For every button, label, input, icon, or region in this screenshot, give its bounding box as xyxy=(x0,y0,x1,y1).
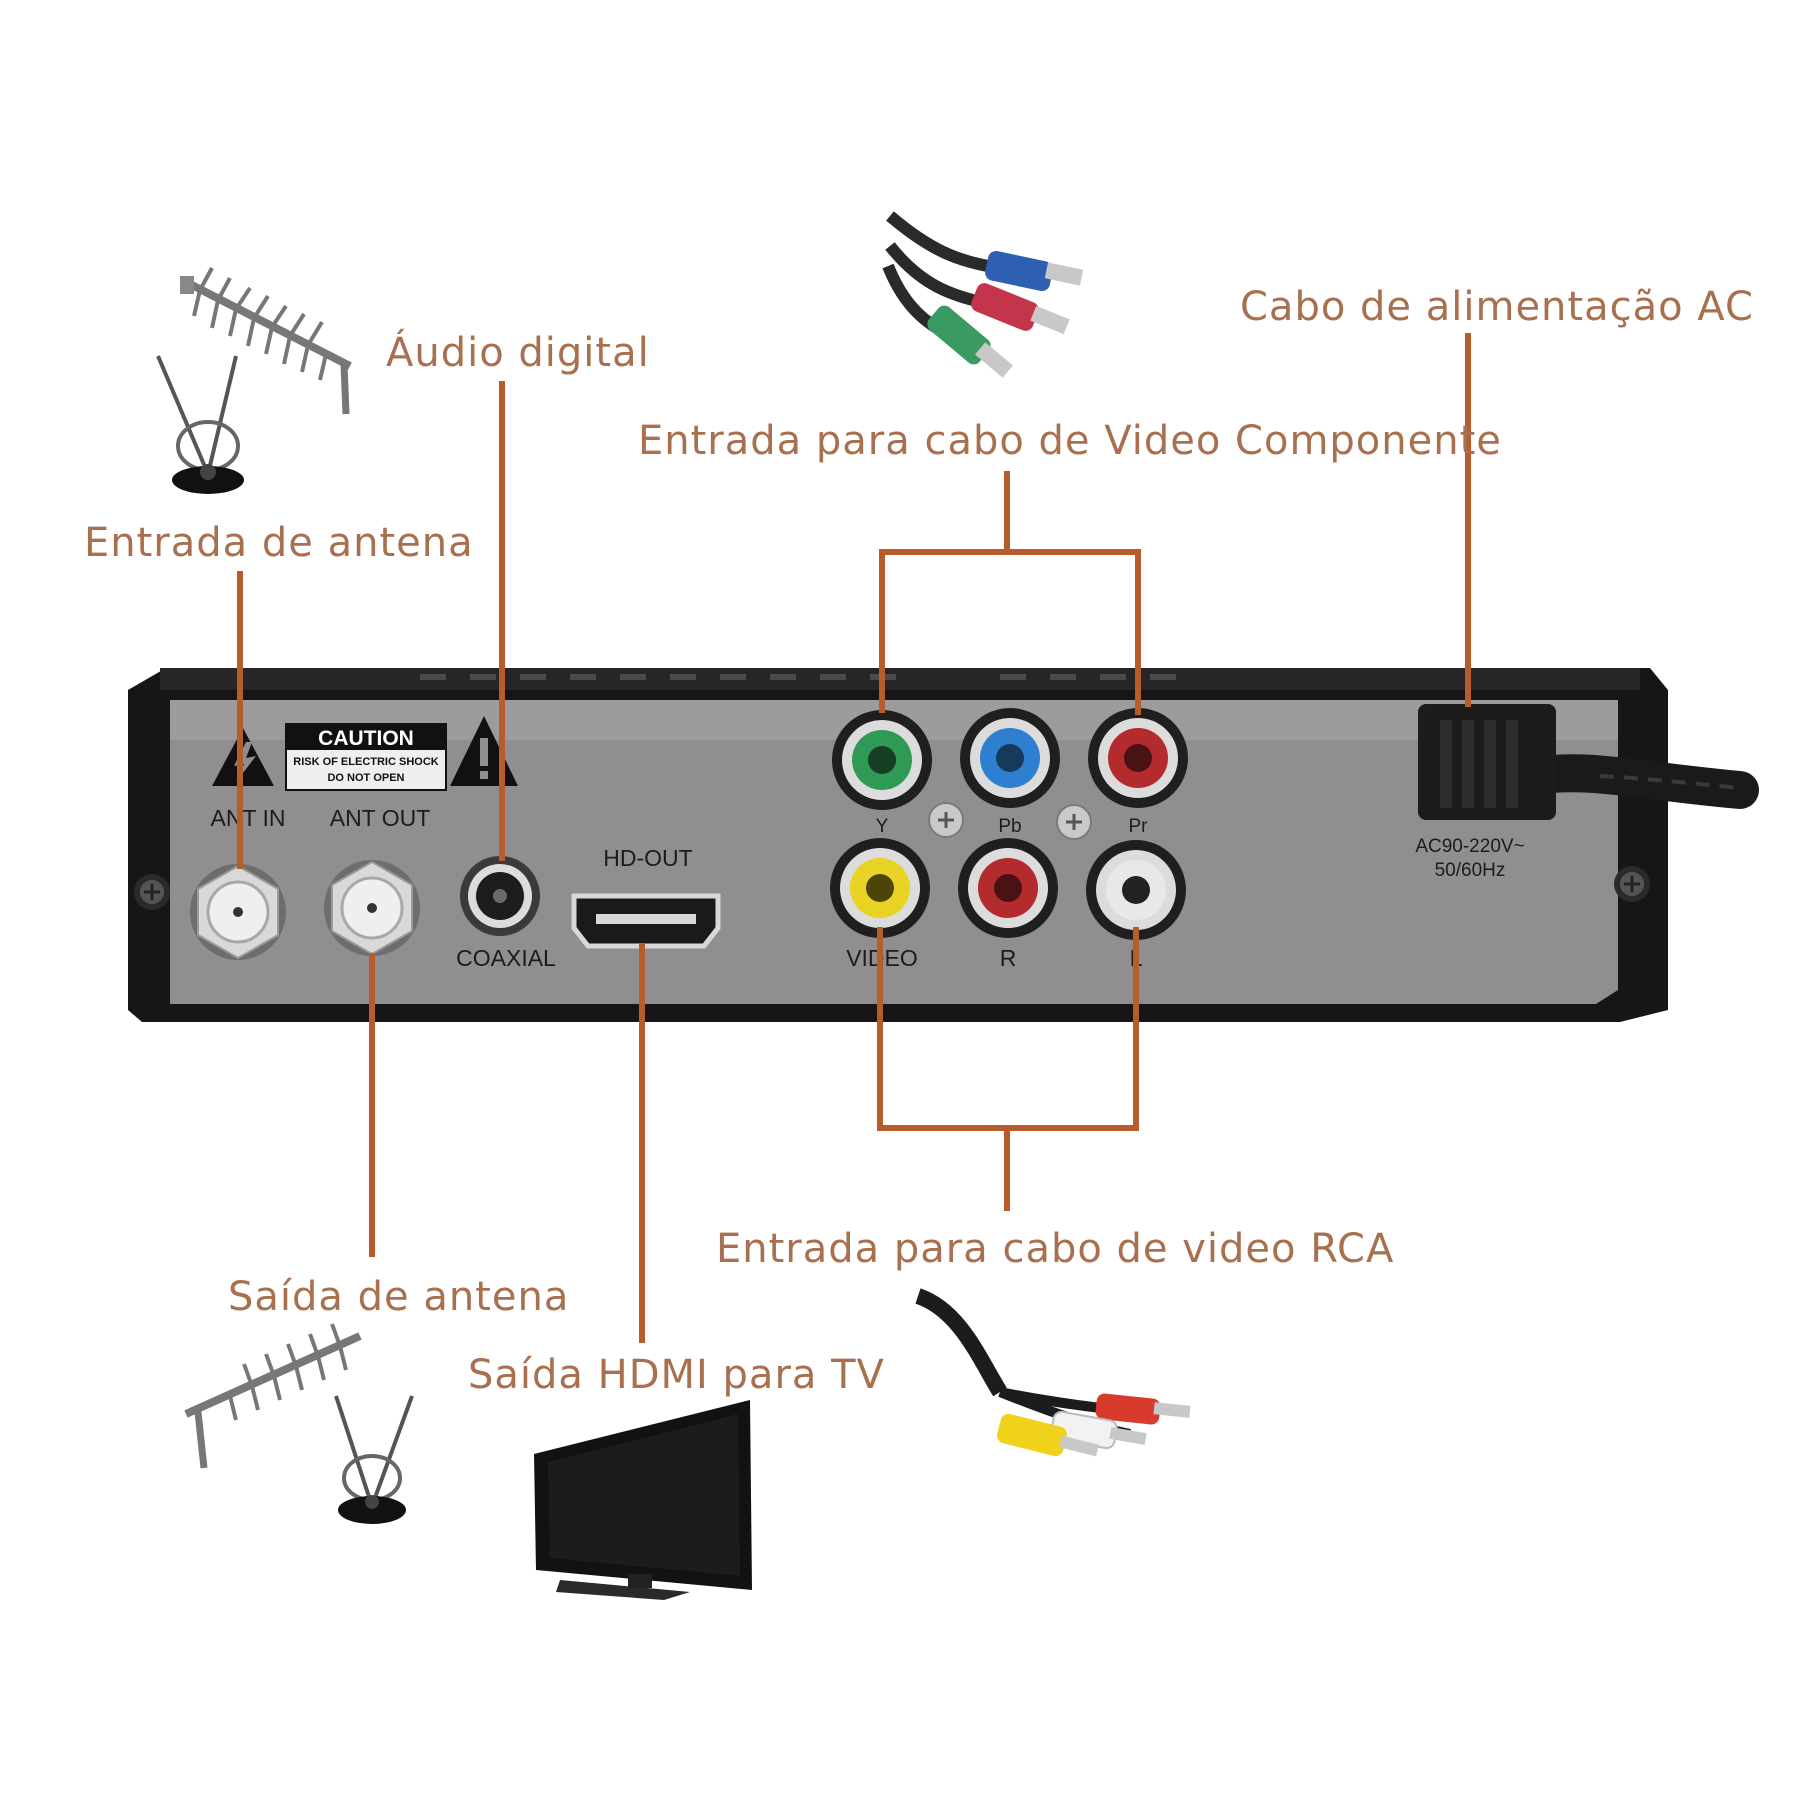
jack-pr xyxy=(1088,708,1188,808)
screw-left xyxy=(134,874,170,910)
set-top-box: CAUTION RISK OF ELECTRIC SHOCK DO NOT OP… xyxy=(128,668,1759,1022)
hd-out-label: HD-OUT xyxy=(603,845,692,871)
callout-hdmi-out: Saída HDMI para TV xyxy=(468,1352,885,1398)
jack-r xyxy=(958,838,1058,938)
callout-rca-video: Entrada para cabo de video RCA xyxy=(716,1226,1394,1272)
line-component xyxy=(879,471,1141,715)
caution-line-2: DO NOT OPEN xyxy=(327,772,404,784)
hdmi-port xyxy=(571,893,721,949)
caution-title: CAUTION xyxy=(318,727,414,750)
rca-cable-icon xyxy=(915,1288,1191,1457)
antenna-icon xyxy=(156,355,244,494)
antenna-icon xyxy=(334,1395,414,1524)
component-cable-icon xyxy=(882,211,1084,378)
callout-antenna-in: Entrada de antena xyxy=(84,520,474,566)
r-label: R xyxy=(1000,945,1017,971)
jack-pb xyxy=(960,708,1060,808)
callout-antenna-out: Saída de antena xyxy=(228,1274,569,1320)
antenna-icon xyxy=(184,1323,362,1469)
ant-in-label: ANT IN xyxy=(211,805,286,831)
y-label: Y xyxy=(876,816,889,837)
ant-in-connector xyxy=(190,864,286,960)
line-rca xyxy=(877,927,1139,1211)
tv-icon xyxy=(534,1400,752,1600)
caution-label: CAUTION RISK OF ELECTRIC SHOCK DO NOT OP… xyxy=(285,723,447,791)
ant-out-label: ANT OUT xyxy=(330,805,431,831)
coaxial-jack xyxy=(460,856,540,936)
jack-video xyxy=(830,838,930,938)
pr-label: Pr xyxy=(1129,816,1149,837)
jack-y xyxy=(832,710,932,810)
caution-line-1: RISK OF ELECTRIC SHOCK xyxy=(293,756,439,768)
ant-out-connector xyxy=(324,860,420,956)
power-spec-line-2: 50/60Hz xyxy=(1435,860,1506,881)
panel-screw xyxy=(928,802,964,838)
coaxial-label: COAXIAL xyxy=(456,945,556,971)
power-cord-icon xyxy=(1418,704,1759,820)
pb-label: Pb xyxy=(998,816,1021,837)
box-top-edge xyxy=(160,668,1640,690)
jack-l xyxy=(1086,840,1186,940)
power-spec-line-1: AC90-220V~ xyxy=(1415,836,1524,857)
callout-digital-audio: Áudio digital xyxy=(386,328,650,376)
antenna-icon xyxy=(180,267,352,415)
callout-ac-power: Cabo de alimentação AC xyxy=(1240,284,1754,330)
panel-screw xyxy=(1056,804,1092,840)
screw-right xyxy=(1614,866,1650,902)
callout-lines xyxy=(237,333,1471,1343)
callout-component-video: Entrada para cabo de Video Componente xyxy=(638,418,1502,464)
